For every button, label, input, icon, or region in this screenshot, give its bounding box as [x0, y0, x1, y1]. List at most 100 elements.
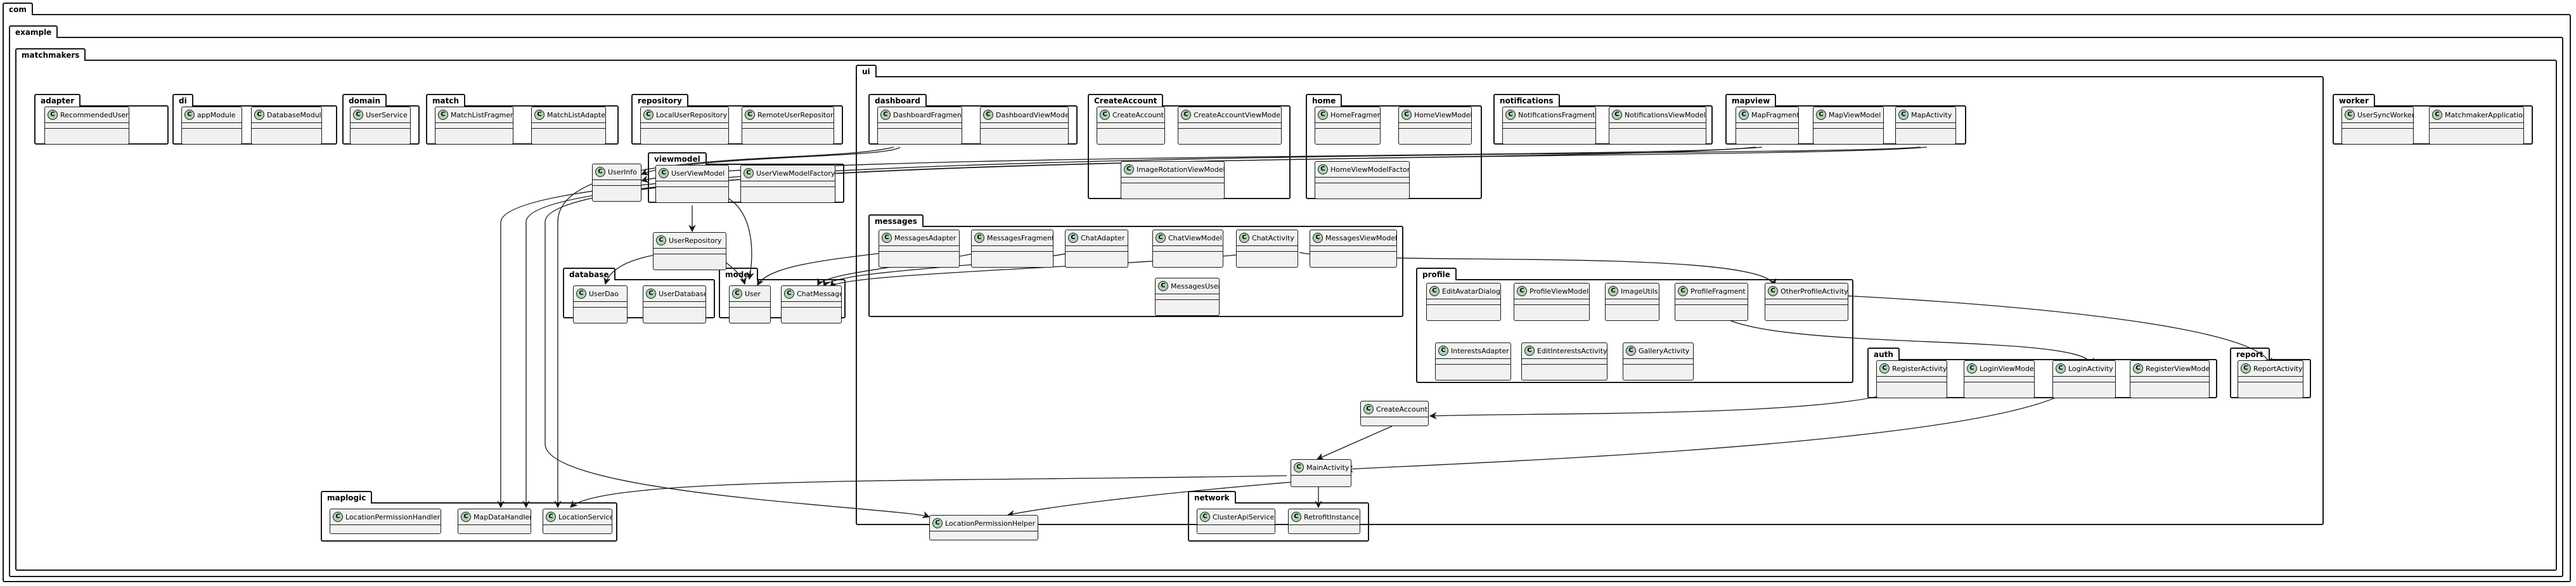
- class-stereotype-icon: C: [2056, 363, 2066, 374]
- class-stereotype-icon: C: [48, 110, 58, 120]
- class-name: EditAvatarDialog: [1442, 287, 1500, 296]
- class-name: User: [745, 289, 761, 298]
- package-domain: domain: [342, 94, 420, 145]
- class-name: HomeFragment: [1330, 110, 1380, 119]
- class-name: UserDatabase: [659, 289, 705, 298]
- class-stereotype-icon: C: [732, 289, 742, 299]
- package-label: mapview: [1725, 94, 1777, 107]
- class-name: UserInfo: [608, 167, 637, 176]
- class-name: MatchListFragment: [451, 110, 513, 119]
- class-name: ChatActivity: [1252, 233, 1294, 242]
- class-stereotype-icon: C: [1505, 110, 1516, 120]
- package-com: com: [3, 3, 2571, 582]
- class-name: UserViewModelFactory: [756, 169, 835, 178]
- package-label: adapter: [34, 94, 81, 107]
- class-stereotype-icon: C: [1429, 286, 1439, 296]
- package-label: ui: [856, 65, 877, 77]
- package-label: worker: [2333, 94, 2375, 107]
- class-stereotype-icon: C: [880, 110, 891, 120]
- class-stereotype-icon: C: [2241, 363, 2251, 374]
- class-stereotype-icon: C: [1100, 110, 1110, 120]
- class-stereotype-icon: C: [1068, 233, 1078, 243]
- class-name: MapViewModel: [1829, 110, 1881, 119]
- class-name: CreateAccount: [1376, 405, 1427, 413]
- class-stereotype-icon: C: [1291, 512, 1301, 522]
- class-stereotype-icon: C: [438, 110, 448, 120]
- class-stereotype-icon: C: [1181, 110, 1191, 120]
- package-label: matchmakers: [15, 48, 86, 61]
- class-name: MapDataHandler: [473, 512, 531, 521]
- package-match: match: [426, 94, 619, 145]
- package-label: viewmodel: [648, 152, 707, 165]
- package-label: repository: [631, 94, 688, 107]
- class-name: MatchListAdapter: [547, 110, 605, 119]
- package-label: database: [563, 268, 615, 280]
- class-stereotype-icon: C: [461, 512, 471, 522]
- class-name: MatchmakerApplication: [2445, 110, 2523, 119]
- package-label: network: [1188, 491, 1236, 504]
- class-recommendedusercache[interactable]: CRecommendedUserCache: [44, 107, 129, 145]
- class-stereotype-icon: C: [534, 110, 544, 120]
- class-name: HomeViewModel: [1414, 110, 1471, 119]
